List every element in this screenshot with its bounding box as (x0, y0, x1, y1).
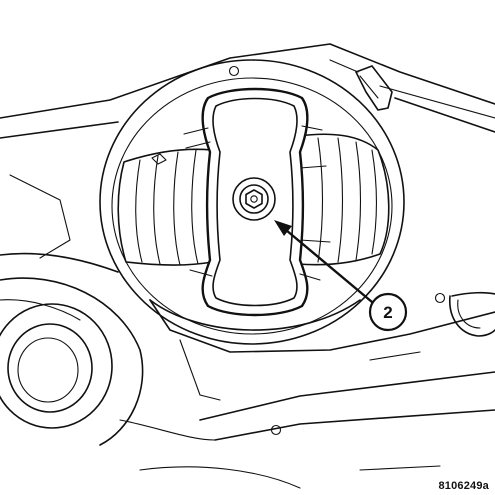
callout-2: 2 (368, 292, 408, 332)
seat-hole (434, 292, 446, 304)
wire-connector (329, 59, 393, 111)
mount-bolt (232, 177, 276, 221)
plate-hole (228, 65, 240, 77)
callout-leader (274, 220, 374, 304)
figure-id: 8106249a (438, 480, 489, 492)
spring-seat (434, 291, 495, 337)
rubber-bellows-left (117, 148, 213, 266)
bottom-contour (139, 465, 441, 489)
frame-rail (0, 43, 495, 273)
callout-number: 2 (383, 303, 392, 322)
mounting-plate (99, 59, 405, 345)
frame-hole (270, 424, 282, 436)
rubber-bellows-right (297, 133, 390, 266)
lower-frame (119, 299, 495, 441)
